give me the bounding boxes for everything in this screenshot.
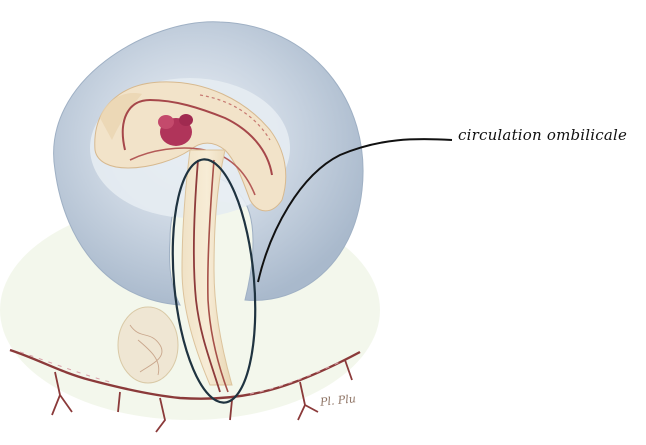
annotation-label: circulation ombilicale (458, 126, 627, 144)
yolk-sac (118, 307, 178, 383)
